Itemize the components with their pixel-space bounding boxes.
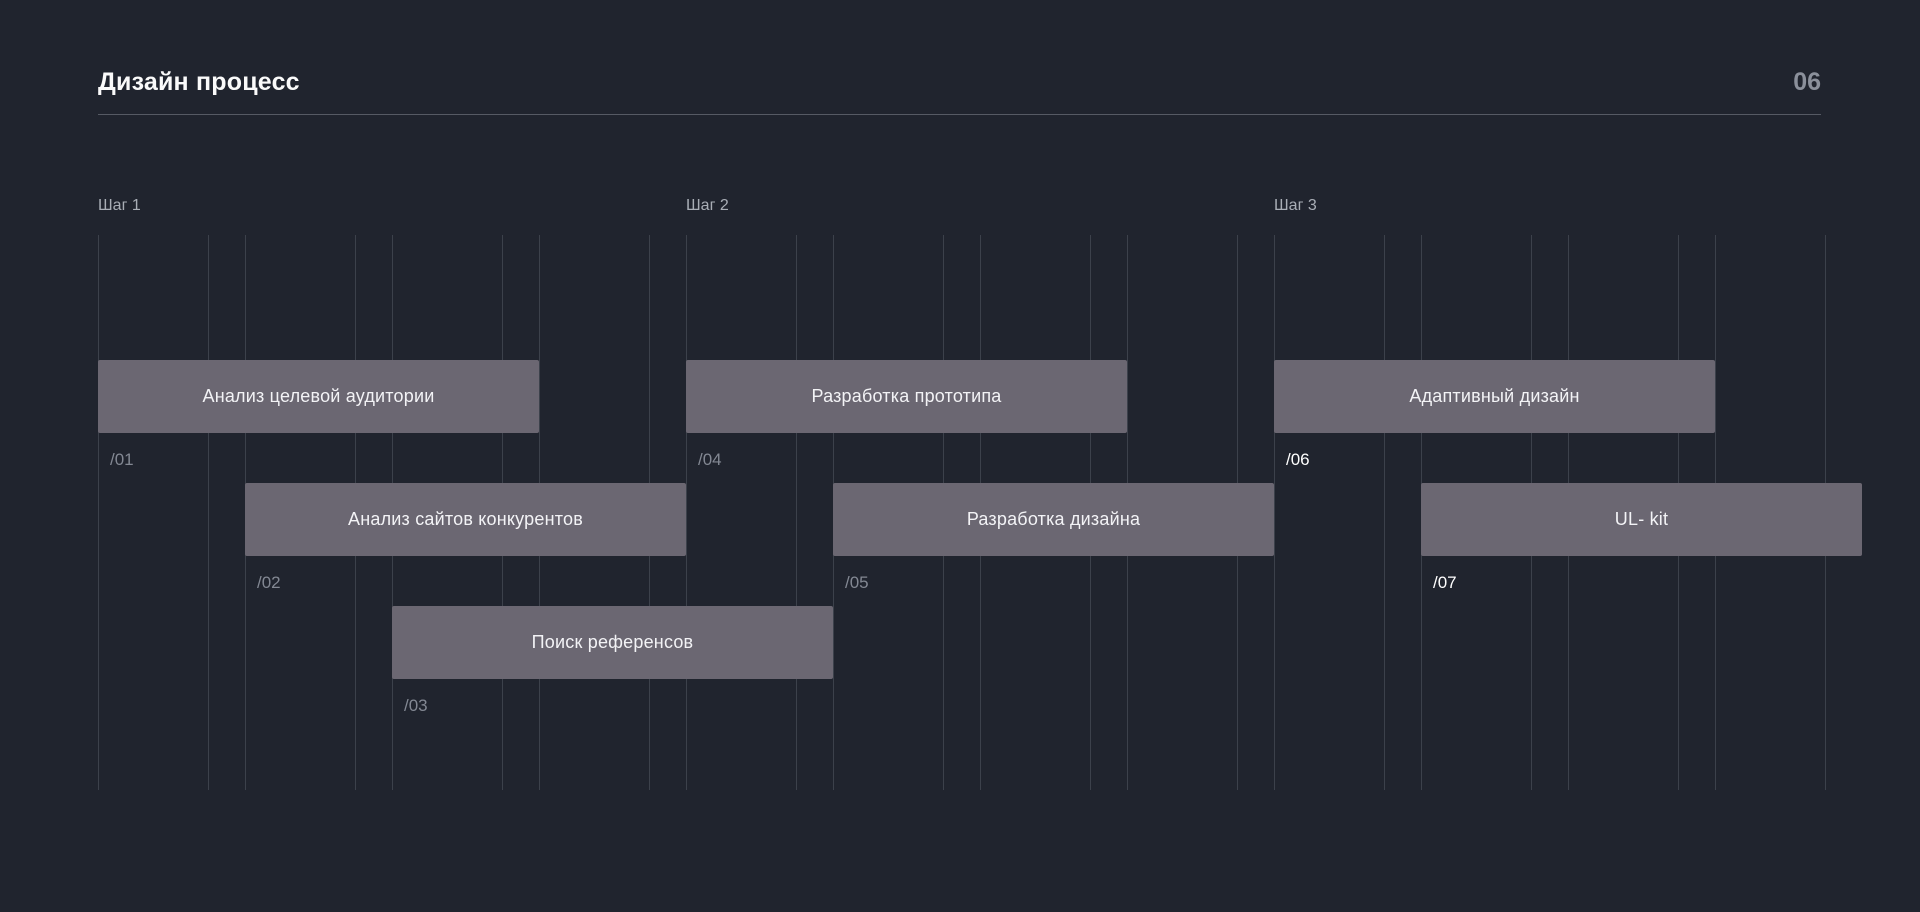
- grid-line: [1384, 235, 1385, 790]
- task-index: /05: [845, 573, 869, 592]
- step-label: Шаг 3: [1274, 197, 1317, 214]
- page-number: 06: [1793, 68, 1821, 96]
- task-bar: Анализ сайтов конкурентов: [245, 483, 686, 556]
- task-bar: Разработка прототипа: [686, 360, 1127, 433]
- task-label: Разработка прототипа: [811, 386, 1002, 406]
- task-index: /04: [698, 450, 722, 469]
- step-label: Шаг 2: [686, 197, 729, 214]
- step-label: Шаг 1: [98, 197, 141, 214]
- task-index: /03: [404, 696, 428, 715]
- task-label: Разработка дизайна: [966, 509, 1141, 529]
- task-bar: UL- kit: [1421, 483, 1862, 556]
- task-index: /06: [1286, 450, 1310, 469]
- grid-line: [686, 235, 687, 790]
- header-divider: [98, 114, 1821, 115]
- task-label: Адаптивный дизайн: [1409, 386, 1580, 406]
- task-index: /02: [257, 573, 281, 592]
- task-bar: Разработка дизайна: [833, 483, 1274, 556]
- grid-line: [796, 235, 797, 790]
- task-label: Анализ сайтов конкурентов: [348, 509, 583, 529]
- task-label: Анализ целевой аудитории: [202, 386, 435, 406]
- task-bar: Поиск референсов: [392, 606, 833, 679]
- task-bar: Адаптивный дизайн: [1274, 360, 1715, 433]
- grid-line: [98, 235, 99, 790]
- task-label: UL- kit: [1614, 509, 1669, 529]
- grid-line: [1274, 235, 1275, 790]
- task-index: /07: [1433, 573, 1457, 592]
- page-title: Дизайн процесс: [98, 68, 300, 96]
- grid-line: [208, 235, 209, 790]
- task-index: /01: [110, 450, 134, 469]
- task-label: Поиск референсов: [531, 632, 694, 652]
- task-bar: Анализ целевой аудитории: [98, 360, 539, 433]
